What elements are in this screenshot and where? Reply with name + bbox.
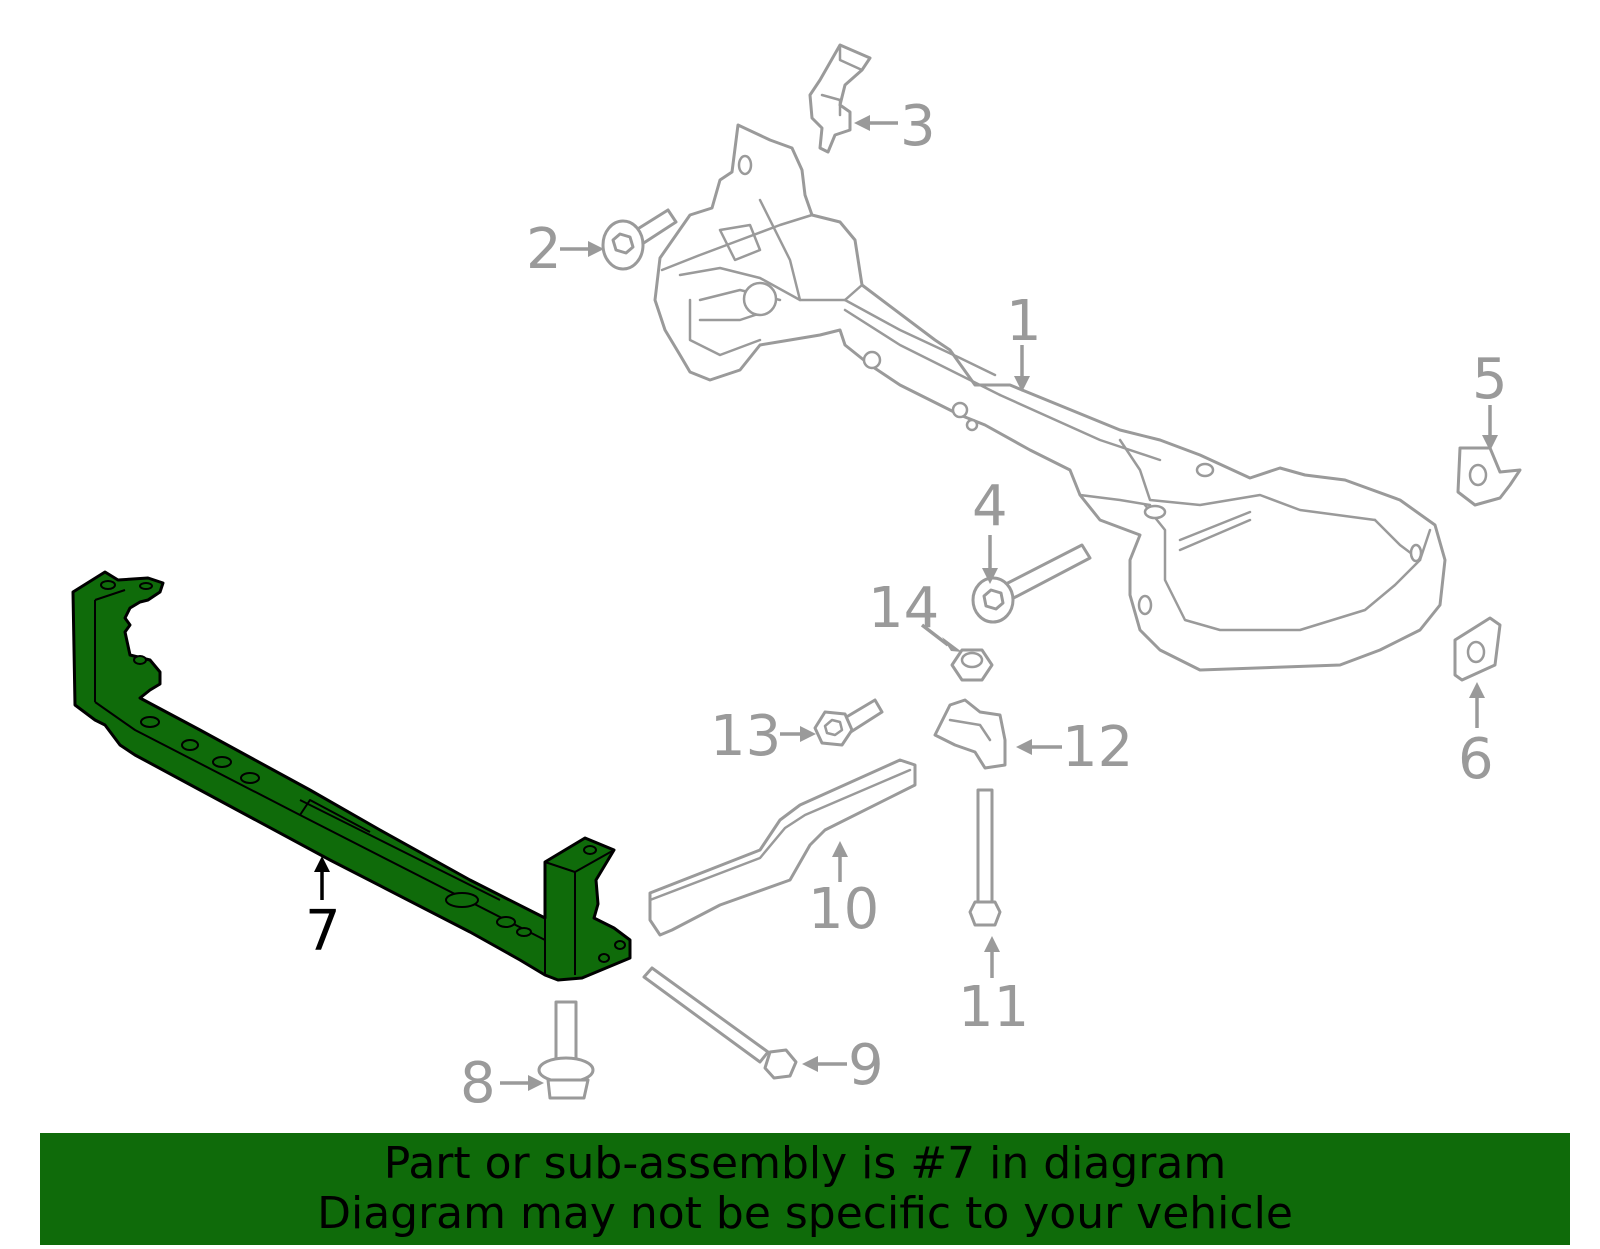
callout-1: 1 bbox=[1006, 289, 1042, 354]
part-14-nut bbox=[950, 648, 994, 682]
callout-9: 9 bbox=[848, 1033, 884, 1098]
callout-arrows bbox=[314, 115, 1498, 1091]
part-8-bolt bbox=[537, 1000, 595, 1100]
part-3-bracket bbox=[808, 43, 872, 154]
callout-6: 6 bbox=[1458, 727, 1494, 792]
part-2-bolt bbox=[601, 208, 678, 271]
banner-line-disclaimer: Diagram may not be specific to your vehi… bbox=[317, 1188, 1293, 1239]
callout-labels: 1 2 3 4 5 6 7 8 9 10 11 12 13 14 bbox=[305, 94, 1508, 1116]
callout-3: 3 bbox=[900, 94, 936, 159]
callout-11: 11 bbox=[958, 975, 1029, 1040]
callout-7: 7 bbox=[305, 899, 341, 964]
part-9-bolt bbox=[642, 966, 798, 1080]
part-6-clip bbox=[1453, 616, 1502, 682]
callout-12: 12 bbox=[1062, 715, 1133, 780]
part-1-subframe bbox=[653, 123, 1447, 672]
part-5-clip bbox=[1456, 446, 1522, 507]
part-7-tie-bar bbox=[71, 570, 632, 982]
callout-2: 2 bbox=[526, 217, 562, 282]
callout-8: 8 bbox=[460, 1051, 496, 1116]
part-10-bar bbox=[648, 758, 917, 937]
callout-14: 14 bbox=[868, 576, 939, 641]
callout-5: 5 bbox=[1472, 347, 1508, 412]
banner-line-part-info: Part or sub-assembly is #7 in diagram bbox=[383, 1138, 1227, 1189]
callout-13: 13 bbox=[710, 704, 781, 769]
part-4-bolt bbox=[971, 543, 1092, 624]
part-12-bracket bbox=[933, 698, 1007, 770]
callout-4: 4 bbox=[972, 474, 1008, 539]
callout-10: 10 bbox=[808, 877, 879, 942]
part-13-bolt bbox=[813, 698, 884, 747]
part-11-bolt bbox=[968, 788, 1002, 927]
info-banner: Part or sub-assembly is #7 in diagram Di… bbox=[40, 1133, 1570, 1245]
